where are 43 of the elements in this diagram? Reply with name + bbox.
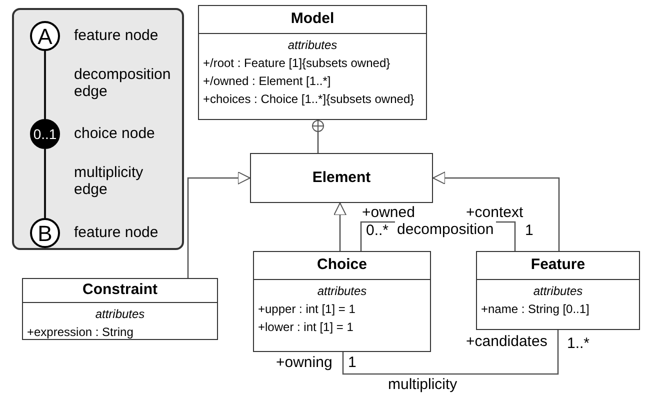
edge-label: decomposition edge xyxy=(74,66,172,100)
section-heading: attributes xyxy=(316,283,368,300)
section-heading: attributes xyxy=(532,283,584,300)
attribute-text: +choices : Choice [1..*]{subsets owned} xyxy=(202,91,416,108)
connector xyxy=(334,202,346,251)
attribute-text: +expression : String xyxy=(26,324,134,341)
legend-text: feature node xyxy=(74,28,158,43)
role-label: 1..* xyxy=(567,335,590,352)
class-box xyxy=(253,251,431,352)
attribute-text: +/root : Feature [1]{subsets owned} xyxy=(202,55,392,72)
role-label: +context xyxy=(466,204,524,221)
connector xyxy=(187,172,250,278)
legend-edge-line xyxy=(44,51,46,119)
legend-panel xyxy=(12,8,184,250)
section-heading: attributes xyxy=(94,306,146,323)
class-name: Model xyxy=(199,6,426,34)
edge-label: decomposition xyxy=(395,221,496,238)
role-label: +owned xyxy=(362,204,415,221)
edge-label: multiplicity edge xyxy=(74,164,144,198)
connector xyxy=(312,120,324,153)
class-box xyxy=(22,278,218,340)
class-name: Element xyxy=(251,154,432,203)
attribute-text: +name : String [0..1] xyxy=(480,301,590,318)
connector xyxy=(432,172,560,251)
legend-text: feature node xyxy=(74,225,158,240)
role-label: +candidates xyxy=(466,333,548,350)
attribute-text: +upper : int [1] = 1 xyxy=(257,301,356,318)
attribute-text: +lower : int [1] = 1 xyxy=(257,319,354,336)
class-box xyxy=(198,5,427,120)
class-name: Feature xyxy=(477,252,639,280)
edge-label: multiplicity xyxy=(386,376,460,393)
class-box xyxy=(476,251,640,330)
legend-edge-line xyxy=(44,149,46,218)
section-heading: attributes xyxy=(286,37,338,54)
attribute-text: +/owned : Element [1..*] xyxy=(202,73,332,90)
class-name: Choice xyxy=(254,252,430,280)
role-label: 1 xyxy=(348,354,356,371)
class-name: Constraint xyxy=(23,279,217,303)
role-label: 1 xyxy=(525,222,534,239)
role-label: +owning xyxy=(276,354,332,371)
connector xyxy=(342,330,559,375)
legend-text: choice node xyxy=(74,126,155,141)
role-label: 0..* xyxy=(366,222,389,239)
